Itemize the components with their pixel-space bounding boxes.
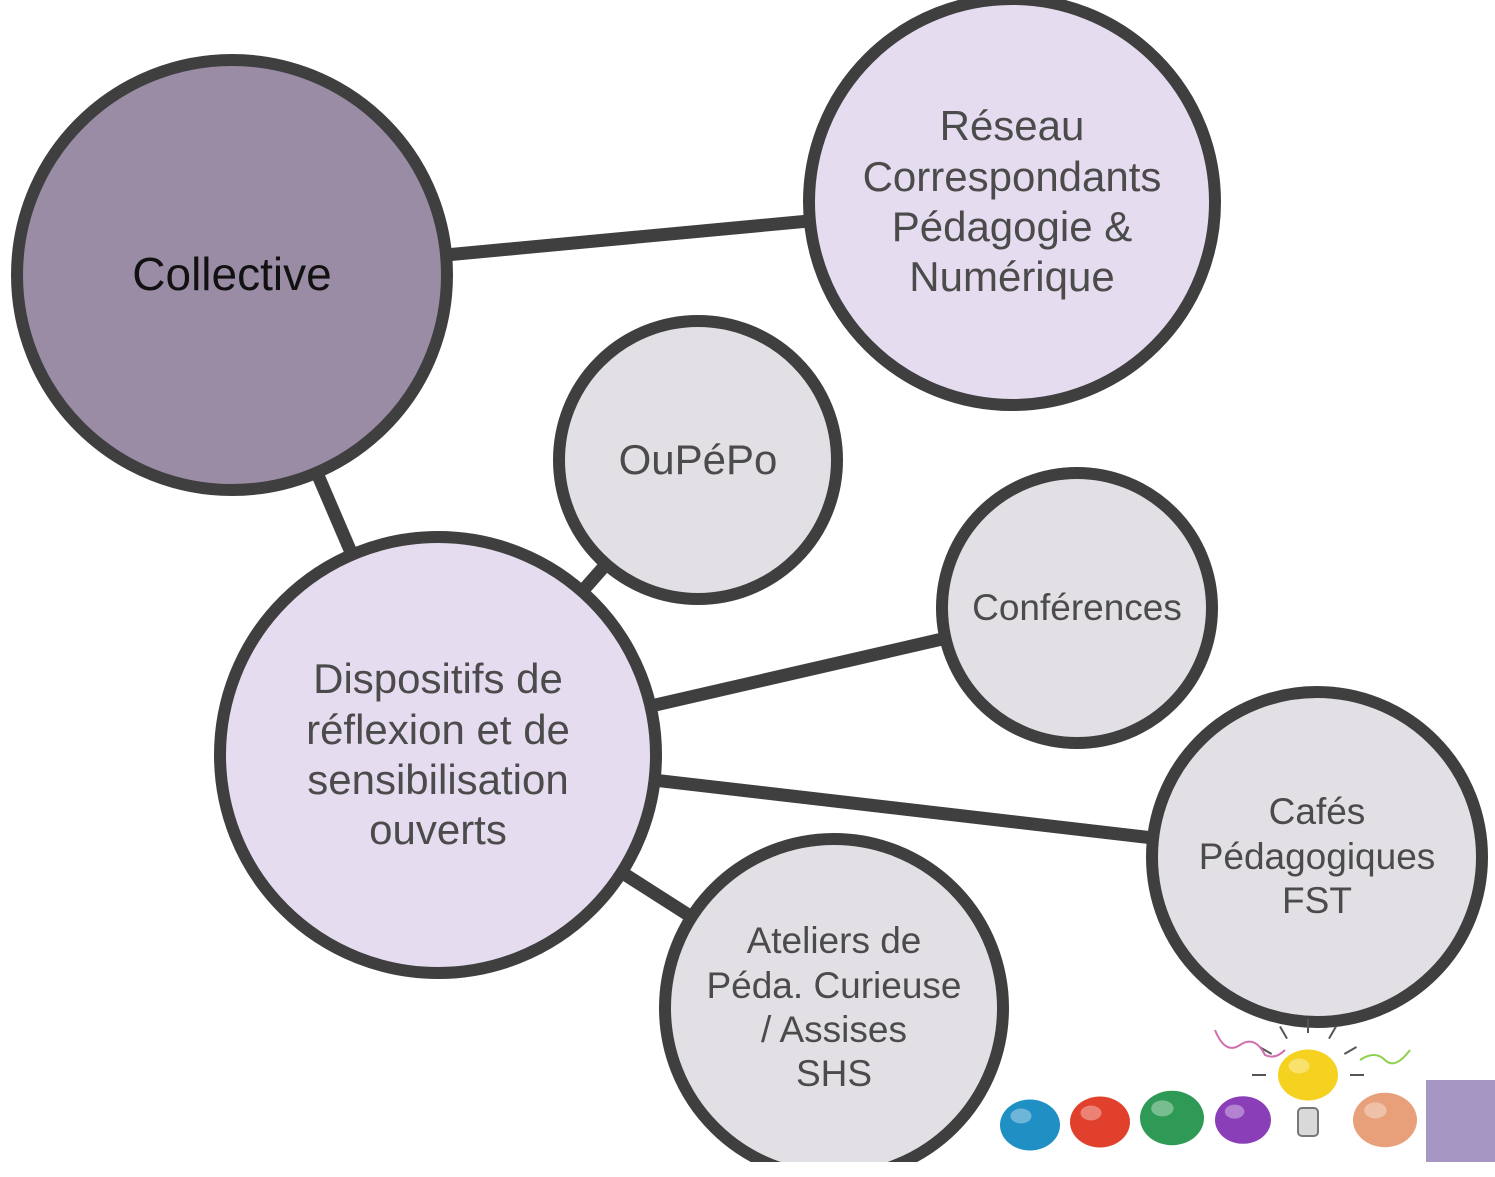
corner-decoration [1426, 1080, 1495, 1162]
node-dispositifs [214, 531, 662, 979]
node-collective [11, 54, 453, 496]
squiggle-arrow-icon [1214, 1029, 1286, 1058]
node-label-dispositifs: Dispositifs de réflexion et de sensibili… [306, 655, 570, 854]
lightbulb-ray [1343, 1046, 1357, 1055]
crumpled-paper-illustration [1000, 1019, 1417, 1151]
node-label-conferences: Conférences [972, 586, 1182, 628]
purple-paper-ball [1215, 1096, 1271, 1144]
lightbulb-ray [1328, 1026, 1337, 1040]
red-paper-ball-highlight [1080, 1105, 1102, 1121]
yellow-lightbulb-highlight [1288, 1058, 1310, 1074]
node-label-reseau: Réseau Correspondants Pédagogie & Numéri… [862, 102, 1162, 301]
lightbulb-ray [1279, 1026, 1288, 1040]
blue-paper-ball [1000, 1099, 1060, 1151]
red-paper-ball [1070, 1096, 1130, 1148]
node-label-oupepo: OuPéPo [618, 435, 778, 483]
purple-paper-ball-highlight [1224, 1104, 1245, 1119]
blue-paper-ball-highlight [1010, 1108, 1032, 1124]
node-label-ateliers: Ateliers de Péda. Curieuse / Assises SHS [706, 920, 962, 1095]
node-cafes [1146, 686, 1488, 1028]
peach-paper-ball [1353, 1092, 1417, 1148]
node-oupepo [553, 315, 843, 605]
green-paper-ball [1140, 1090, 1204, 1146]
node-conferences [936, 467, 1218, 749]
squiggle-arrow-icon [1359, 1049, 1411, 1065]
peach-paper-ball-highlight [1364, 1102, 1387, 1119]
lightbulb-base-icon [1297, 1107, 1319, 1137]
node-label-cafes: Cafés Pédagogiques FST [1198, 791, 1436, 922]
node-ateliers [659, 833, 1009, 1162]
node-reseau [803, 0, 1221, 411]
node-label-collective: Collective [132, 248, 332, 301]
yellow-lightbulb [1278, 1049, 1338, 1101]
green-paper-ball-highlight [1151, 1100, 1174, 1117]
